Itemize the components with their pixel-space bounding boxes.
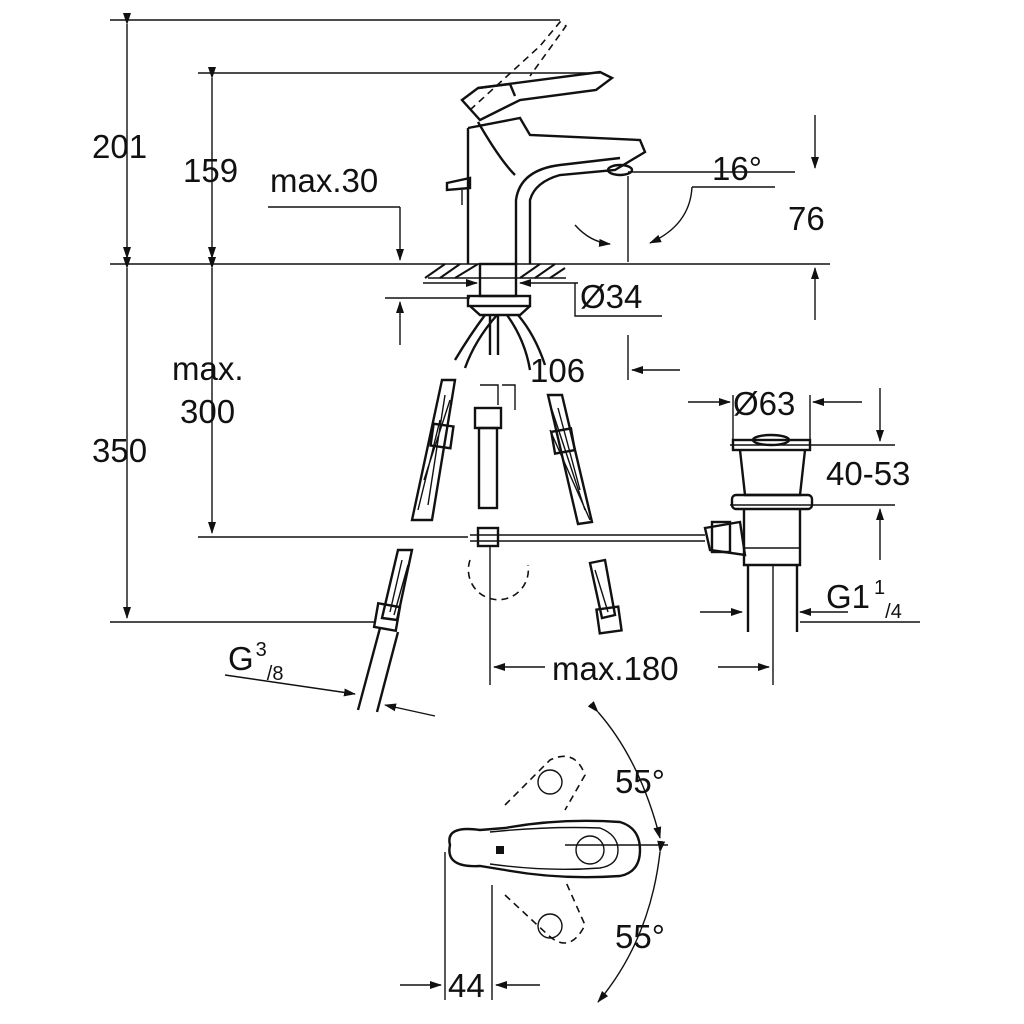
label-spout-reach: 106 [530,352,585,389]
reference-lines [110,19,920,623]
label-max-below-value: 300 [180,393,235,430]
label-lever-angle-top: 55° [615,763,665,800]
label-spout-height: 76 [788,200,825,237]
faucet-body [445,20,647,264]
waste-drain [703,433,814,632]
label-lever-offset: 44 [448,967,485,1004]
label-waste-range: 40-53 [826,455,910,492]
label-spout-angle: 16° [712,150,762,187]
label-max-thickness: max.30 [270,162,378,199]
label-rod-length: max.180 [552,650,679,687]
label-lever-angle-bottom: 55° [615,918,665,955]
lever-top-view [448,755,642,944]
dimension-labels: 201 159 max.30 16° 76 Ø34 106 max. 300 3… [92,128,910,1004]
flex-hoses [356,378,623,713]
deck-mounting [424,262,566,371]
popup-rod [467,526,705,601]
label-total-height: 201 [92,128,147,165]
dimension-lines [123,13,884,1003]
label-max-below: max. [172,350,244,387]
label-body-height: 159 [183,152,238,189]
label-below-total: 350 [92,432,147,469]
label-hole-diameter: Ø34 [580,278,642,315]
label-waste-diameter: Ø63 [733,385,795,422]
